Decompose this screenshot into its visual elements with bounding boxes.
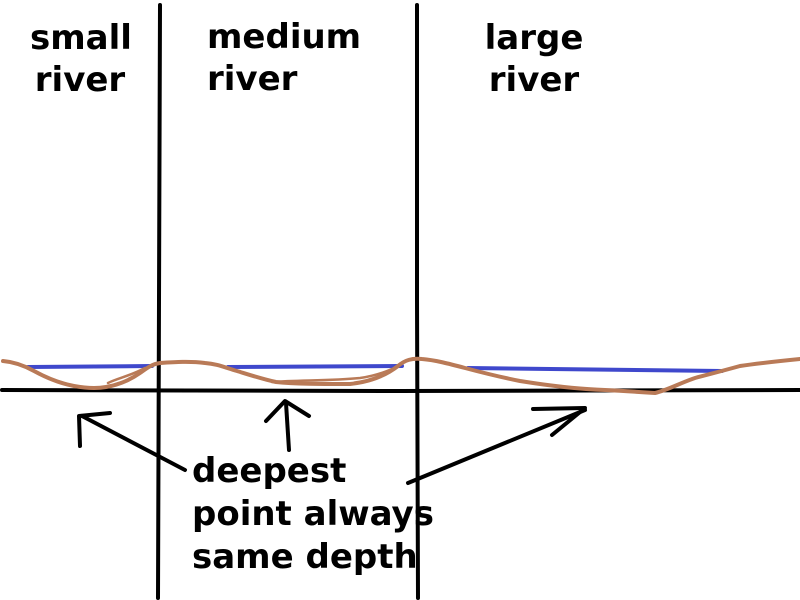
depth-annotation-line1: deepest (192, 451, 347, 491)
panel-title-large-line2: river (488, 60, 580, 100)
panel-title-medium-line2: river (207, 59, 298, 99)
riverbed-profile-inner-small (106, 366, 147, 385)
panel-title-small: small river (30, 17, 132, 101)
riverbed-profile (1, 356, 800, 395)
riverbed-profile-inner-medium (270, 367, 394, 384)
depth-annotation-line2: point always (192, 494, 434, 534)
panel-title-large: large river (484, 17, 584, 101)
arrow-large-river (406, 406, 587, 485)
arrow-medium-river (264, 399, 311, 452)
divider-line-left (156, 3, 162, 600)
panel-title-medium: medium river (207, 16, 361, 100)
water-surface-small (26, 364, 154, 369)
water-surface-large (466, 366, 724, 373)
panel-title-small-line2: river (34, 60, 126, 100)
panel-title-small-line1: small (30, 18, 132, 58)
depth-baseline (0, 388, 800, 394)
depth-annotation-line3: same depth (192, 537, 418, 577)
water-surface-medium (226, 364, 404, 369)
arrow-small-river (77, 411, 187, 472)
panel-title-medium-line1: medium (207, 17, 362, 57)
divider-line-right (415, 3, 420, 600)
depth-annotation: deepest point always same depth (192, 450, 434, 579)
panel-title-large-line1: large (484, 18, 584, 58)
